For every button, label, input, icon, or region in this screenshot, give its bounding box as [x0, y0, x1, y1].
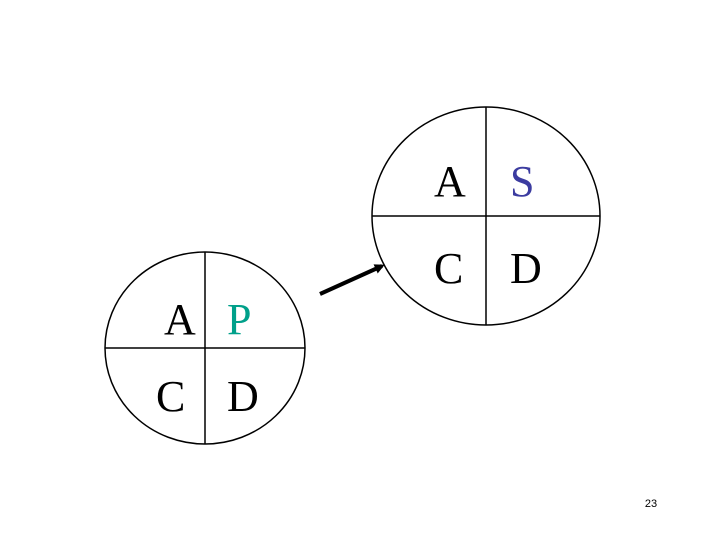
- cycle-right-letter-s: S: [510, 157, 534, 206]
- cycle-left-letter-d: D: [227, 372, 259, 421]
- cycle-right-letter-d: D: [510, 244, 542, 293]
- cycle-right: A S C D: [371, 106, 601, 326]
- cycle-left-letter-a: A: [164, 295, 196, 344]
- page-number: 23: [644, 498, 658, 510]
- cycle-right-letter-c: C: [434, 244, 463, 293]
- progression-arrow: [319, 264, 385, 296]
- cycle-right-letter-a: A: [434, 157, 466, 206]
- cycle-left: A P C D: [104, 251, 306, 445]
- cycle-left-letter-c: C: [156, 372, 185, 421]
- cycle-left-letter-p: P: [227, 295, 251, 344]
